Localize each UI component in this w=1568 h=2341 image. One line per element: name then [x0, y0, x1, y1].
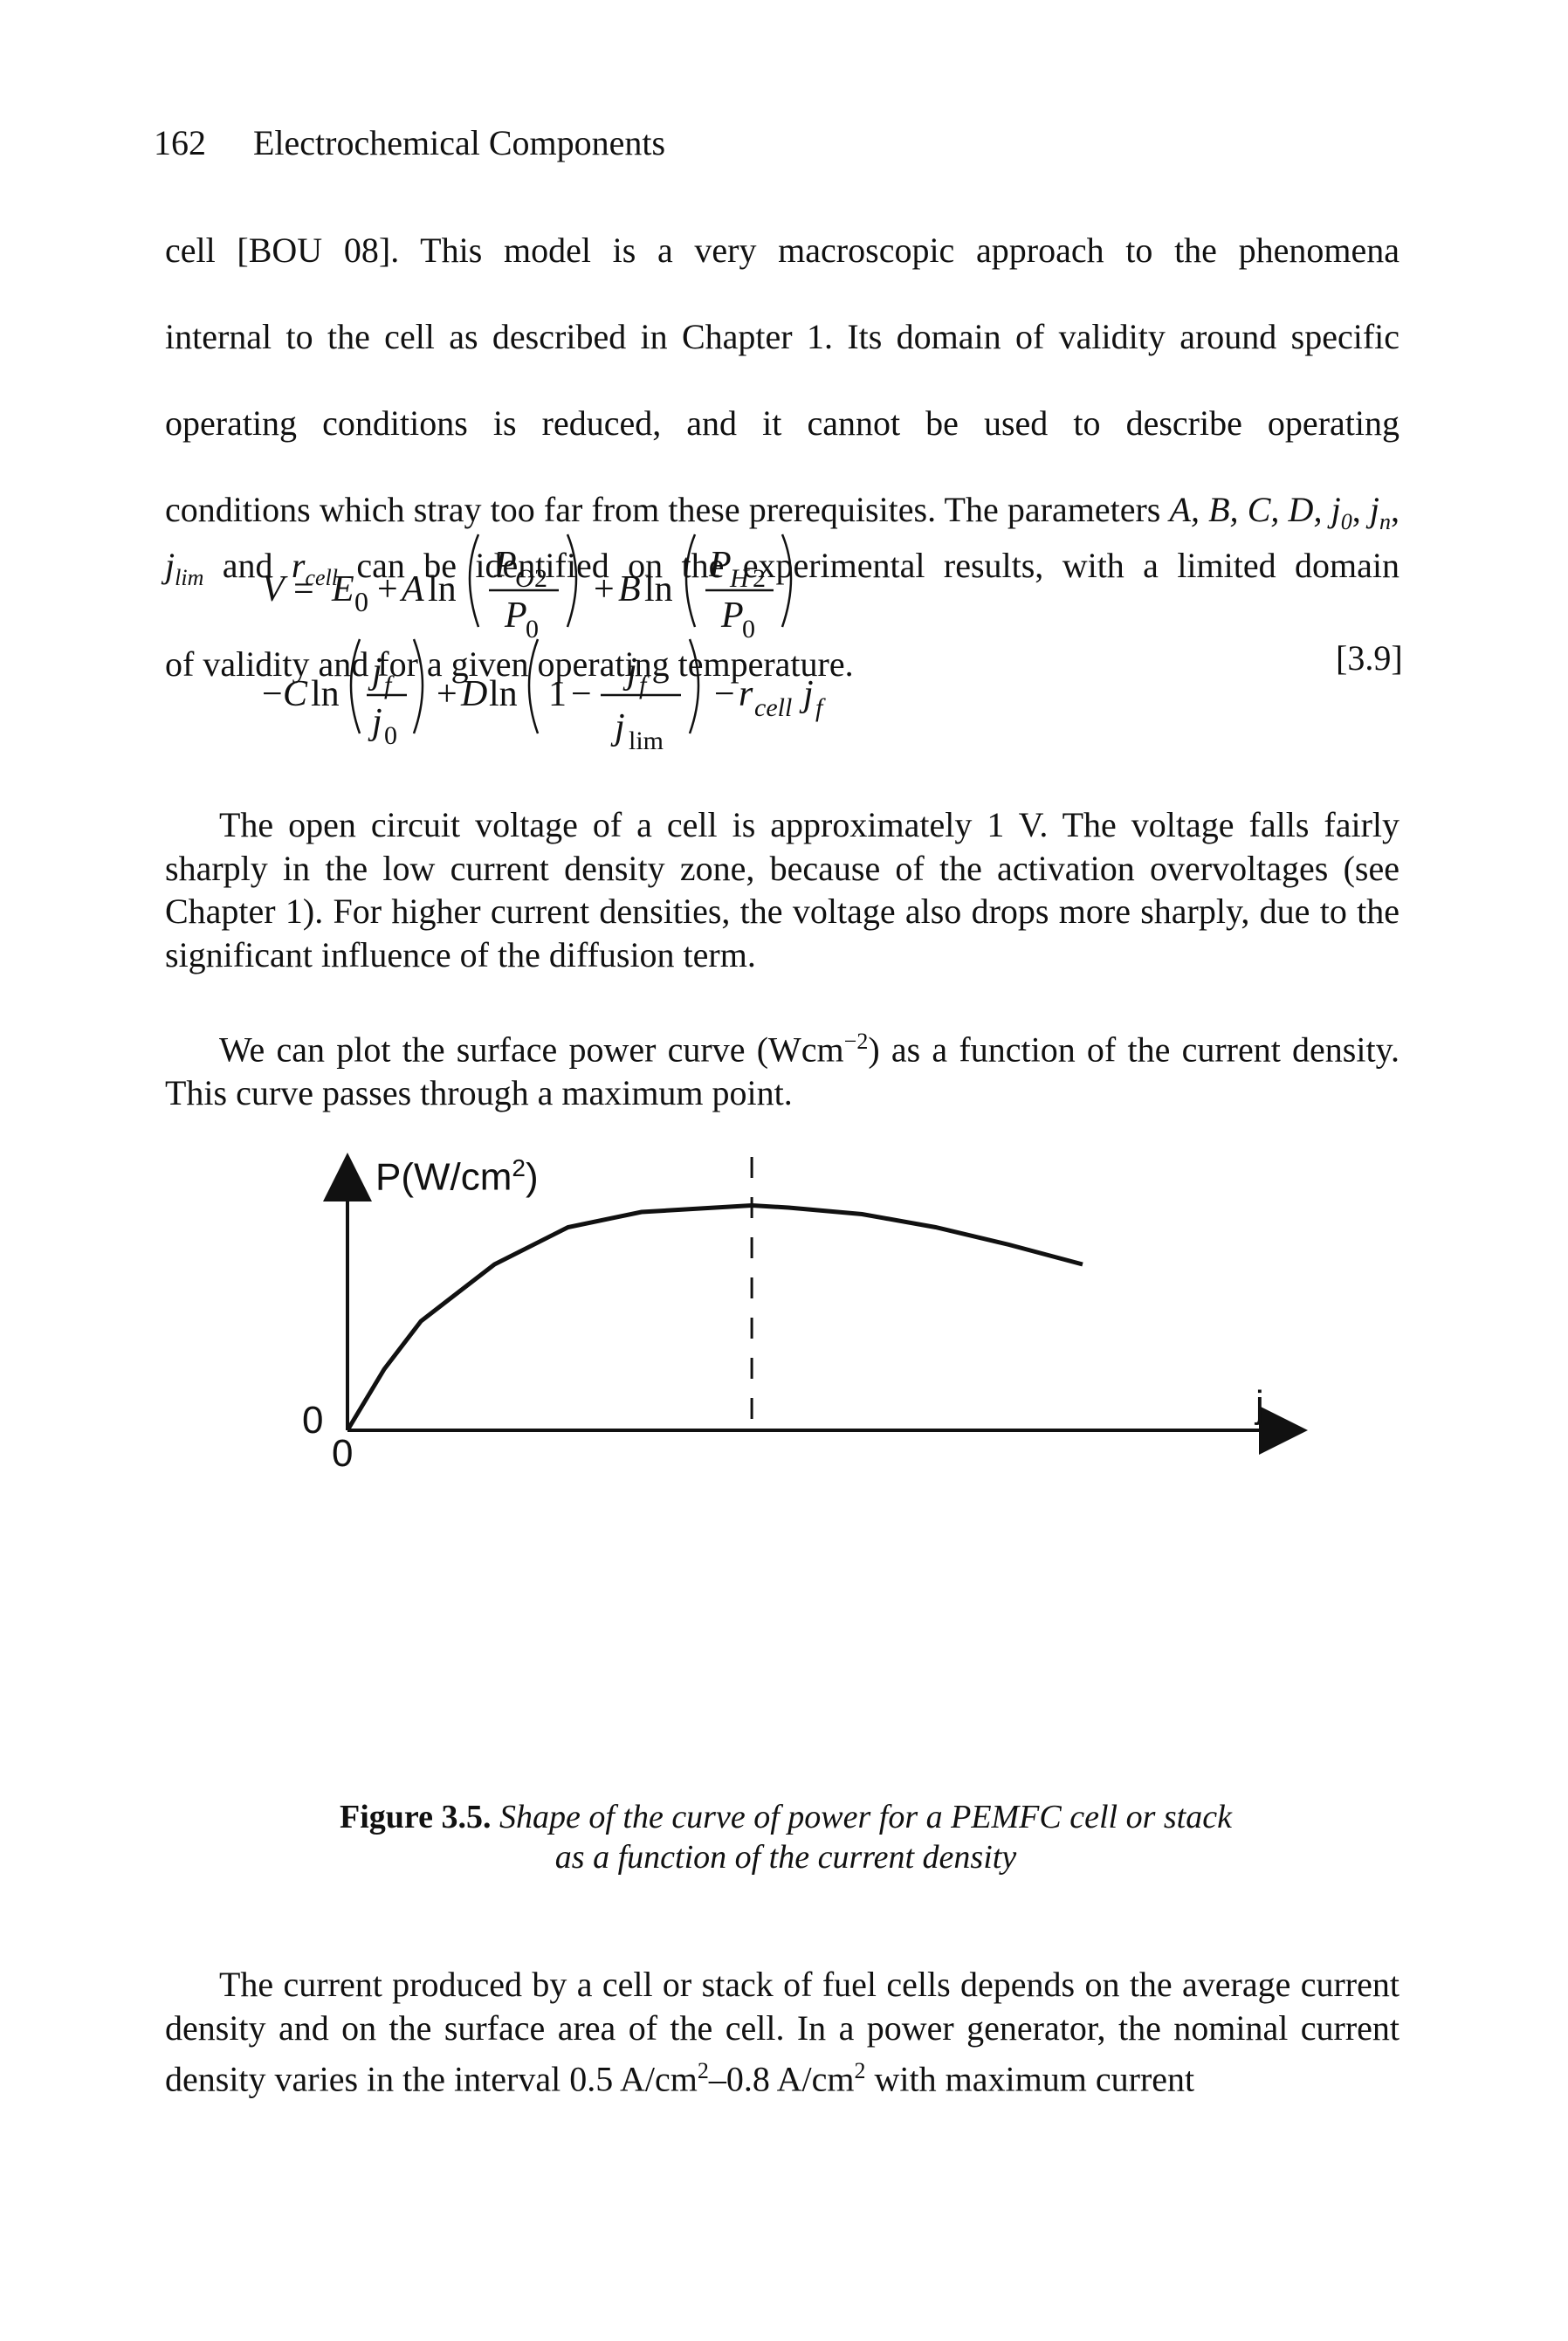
y-axis-label: P(W/cm2)	[375, 1154, 539, 1199]
p1-line: operating conditions is reduced, and it …	[165, 403, 1400, 443]
p1-line: internal to the cell as described in Cha…	[165, 317, 1400, 356]
p1-line: cell [BOU 08]. This model is a very macr…	[165, 231, 1400, 270]
paragraph-2: The open circuit voltage of a cell is ap…	[165, 805, 1400, 974]
p1-line: can be identified on the experimental re…	[356, 545, 1400, 585]
p1-line-params: j0, jn, jlim and rcell can be identified…	[165, 490, 1400, 590]
equation-number: [3.9]	[1336, 638, 1403, 678]
caption-line-1: Shape of the curve of power for a PEMFC …	[499, 1799, 1232, 1835]
power-curve	[345, 1202, 1083, 1432]
x-axis-label: j	[1255, 1383, 1264, 1426]
paragraph-3: We can plot the surface power curve (Wcm…	[165, 1029, 1400, 1112]
paragraph-4: The current produced by a cell or stack …	[165, 1965, 1400, 2099]
p1-line: conditions which stray too far from thes…	[165, 490, 1161, 529]
running-title: Electrochemical Components	[253, 123, 666, 162]
origin-x-label: 0	[332, 1432, 354, 1475]
running-header: 162 Electrochemical Components	[154, 122, 665, 163]
caption-label: Figure 3.5.	[340, 1799, 492, 1835]
paragraph-1: cell [BOU 08]. This model is a very macr…	[165, 229, 1400, 685]
p1-line: of validity and for a given operating te…	[165, 644, 854, 684]
origin-y-label: 0	[302, 1399, 324, 1442]
caption-line-2: as a function of the current density	[554, 1839, 1017, 1876]
figure-caption: Figure 3.5. Shape of the curve of power …	[175, 1797, 1397, 1877]
p1-params: A, B, C, D,	[1169, 490, 1323, 529]
page-number: 162	[154, 123, 206, 162]
